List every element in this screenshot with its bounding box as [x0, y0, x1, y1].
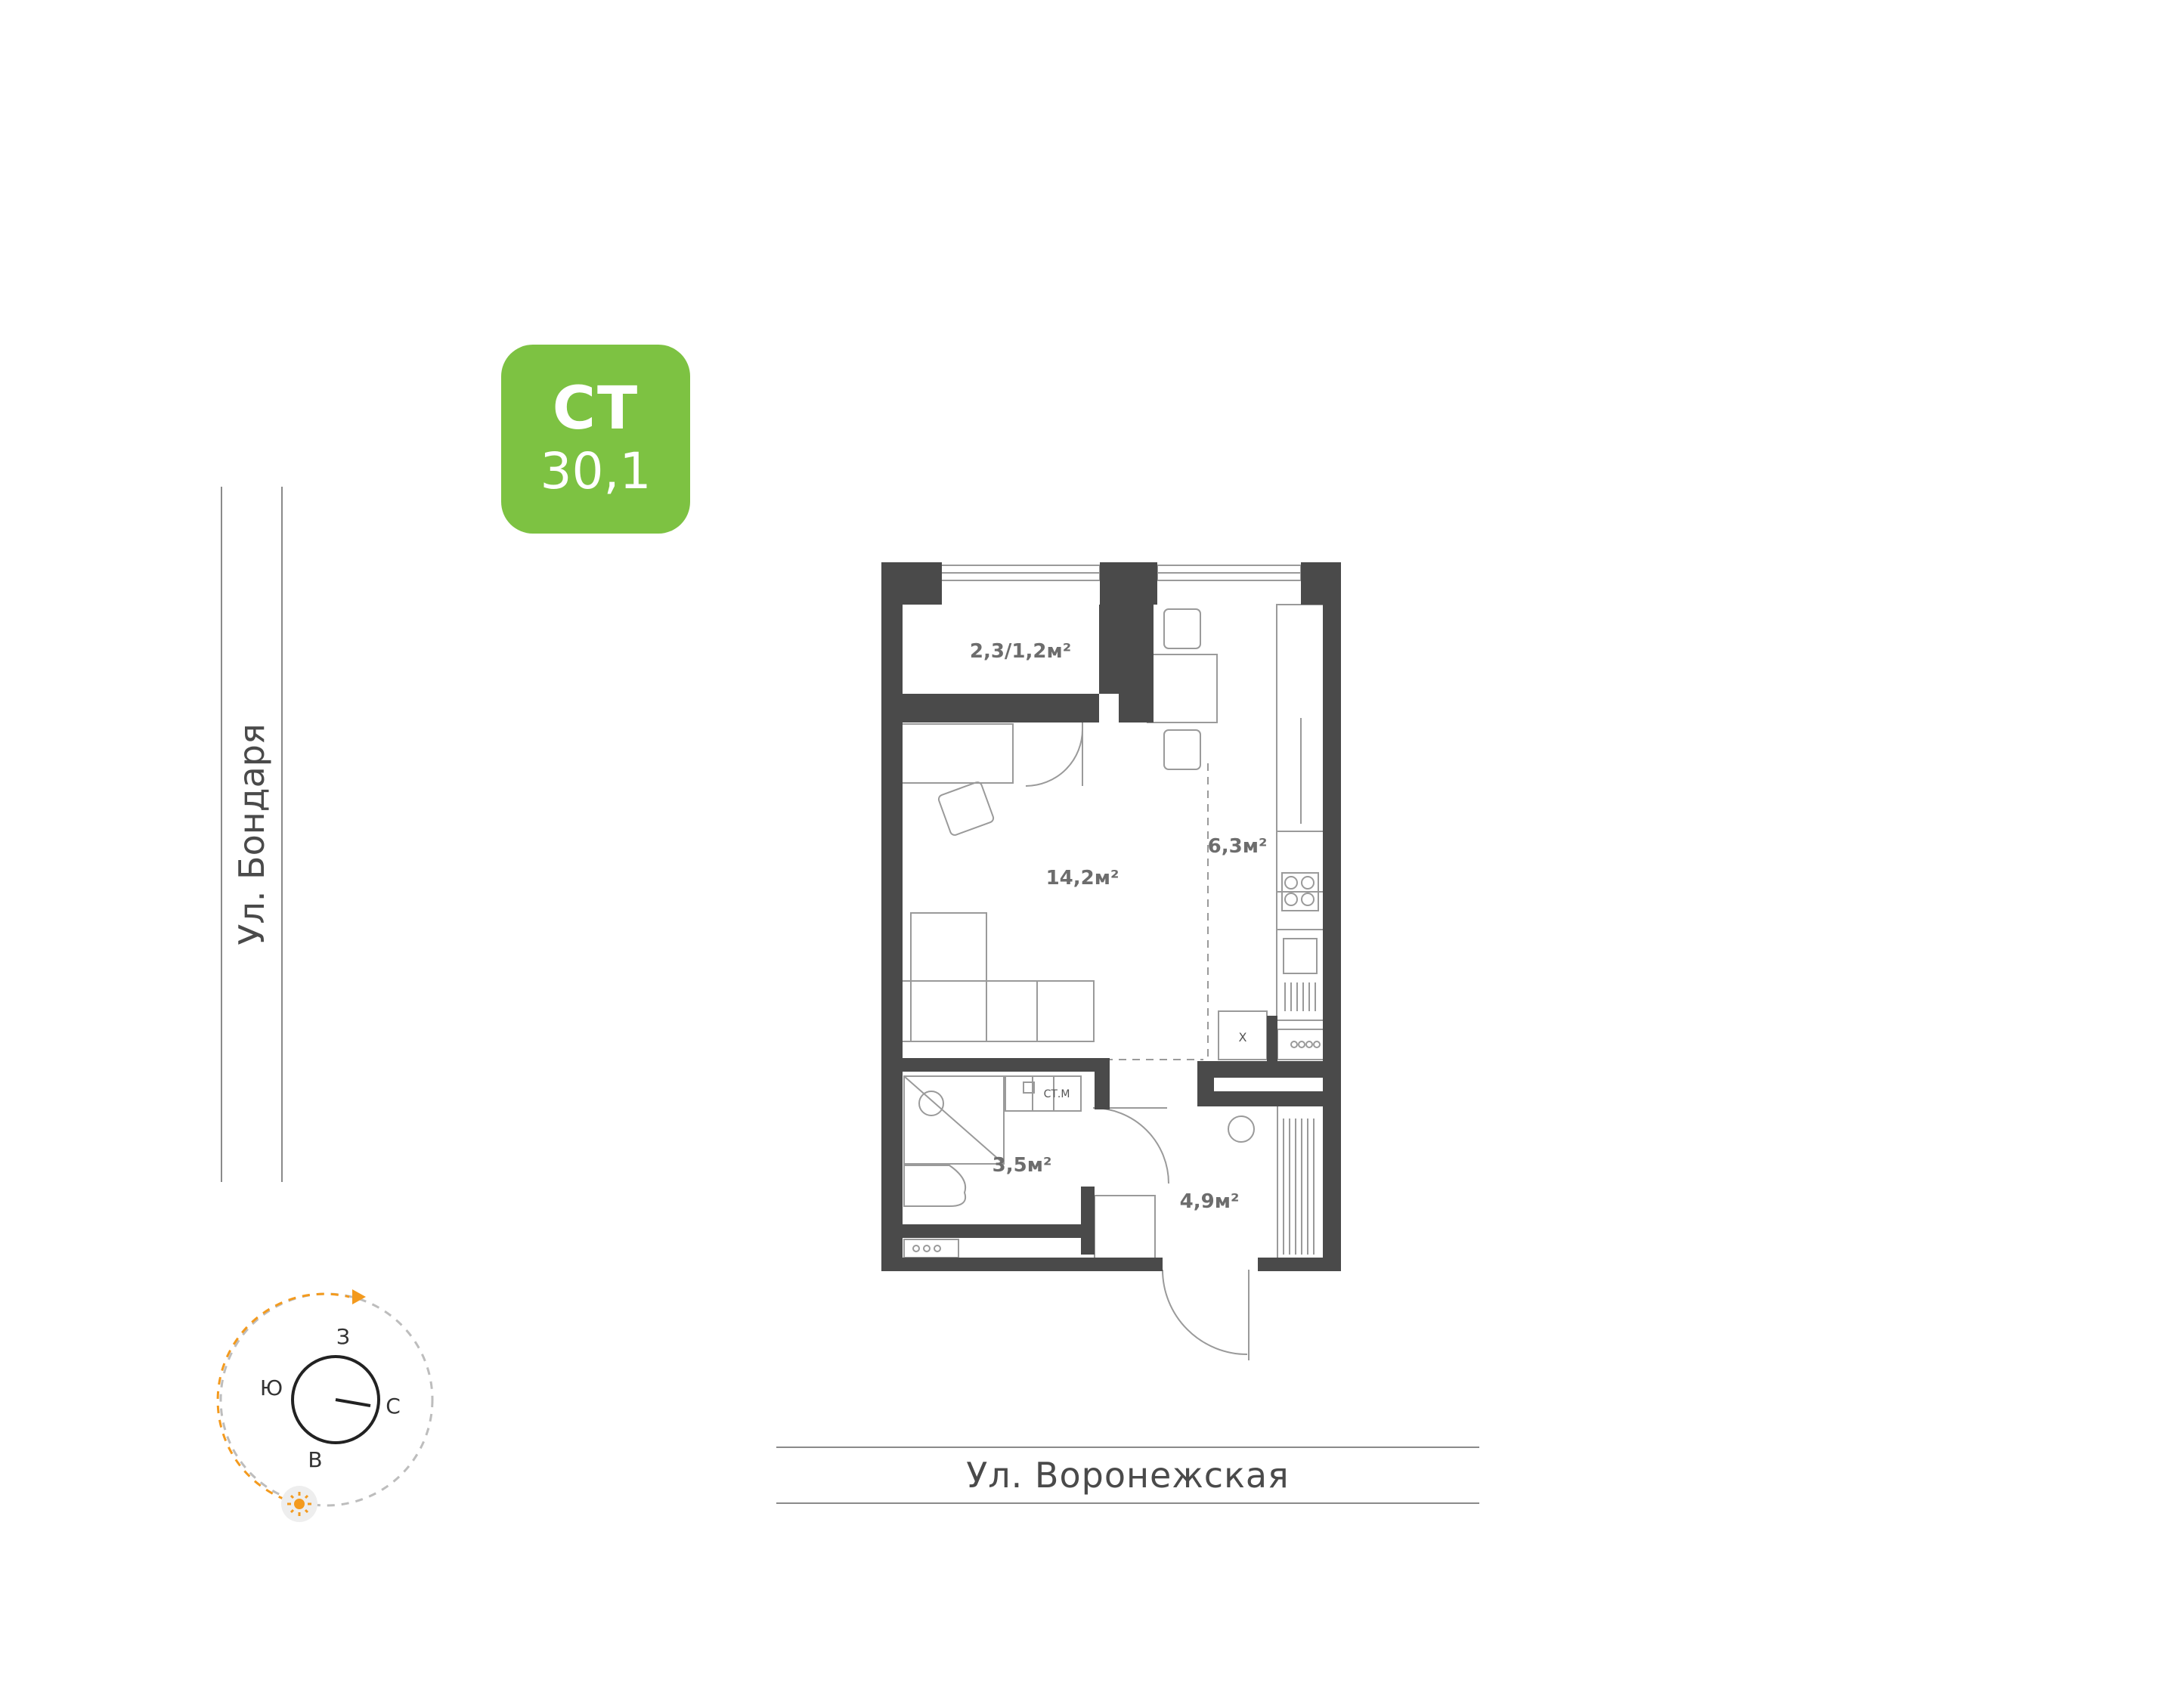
- shoe-cabinet: [1094, 1195, 1156, 1264]
- cooktop: [1281, 872, 1319, 911]
- fridge-label: Х: [1239, 1030, 1247, 1044]
- compass-west: З: [336, 1324, 350, 1349]
- dining-chair: [1163, 729, 1201, 770]
- shower: [903, 1075, 1005, 1165]
- sun-path-arrow-icon: [352, 1289, 366, 1304]
- sofa-chaise: [910, 912, 987, 982]
- desk: [899, 723, 1014, 784]
- room-kitchen-area: 6,3м²: [1208, 835, 1268, 858]
- sink: [1283, 938, 1318, 974]
- sun-path: [216, 1292, 350, 1505]
- compass-needle: [335, 1398, 371, 1407]
- walls: [881, 562, 1341, 1271]
- street-west: Ул. Бондаря: [221, 487, 283, 1182]
- desk-chair: [937, 781, 995, 836]
- room-bathroom-area: 3,5м²: [993, 1154, 1052, 1177]
- apartment-badge: СТ 30,1: [501, 345, 690, 534]
- compass-north: С: [386, 1394, 401, 1419]
- room-balcony-area: 2,3/1,2м²: [970, 640, 1071, 663]
- compass-east: В: [308, 1447, 322, 1472]
- room-hallway-area: 4,9м²: [1180, 1190, 1240, 1213]
- washbasin: [1005, 1075, 1054, 1112]
- toilet: [903, 1165, 966, 1207]
- room-living-area: 14,2м²: [1046, 867, 1119, 890]
- sofa: [910, 980, 1095, 1042]
- compass-orbit: [219, 1292, 434, 1507]
- dishwasher: [1277, 1029, 1325, 1060]
- apartment-area: 30,1: [540, 442, 652, 500]
- sun-icon: [287, 1492, 311, 1516]
- apartment-type: СТ: [552, 375, 639, 443]
- dining-chair: [1163, 608, 1201, 649]
- bath-fixture: [903, 1239, 959, 1258]
- washing-machine: [1032, 1075, 1082, 1112]
- compass-dial: [291, 1355, 380, 1444]
- washer-label: СТ.М: [1044, 1088, 1070, 1100]
- street-south: Ул. Воронежская: [776, 1447, 1479, 1504]
- compass-south: Ю: [260, 1375, 283, 1400]
- hall-stool: [1228, 1115, 1255, 1143]
- dining-table: [1147, 654, 1218, 723]
- street-south-label: Ул. Воронежская: [966, 1455, 1290, 1496]
- compass: З Ю С В: [216, 1289, 434, 1522]
